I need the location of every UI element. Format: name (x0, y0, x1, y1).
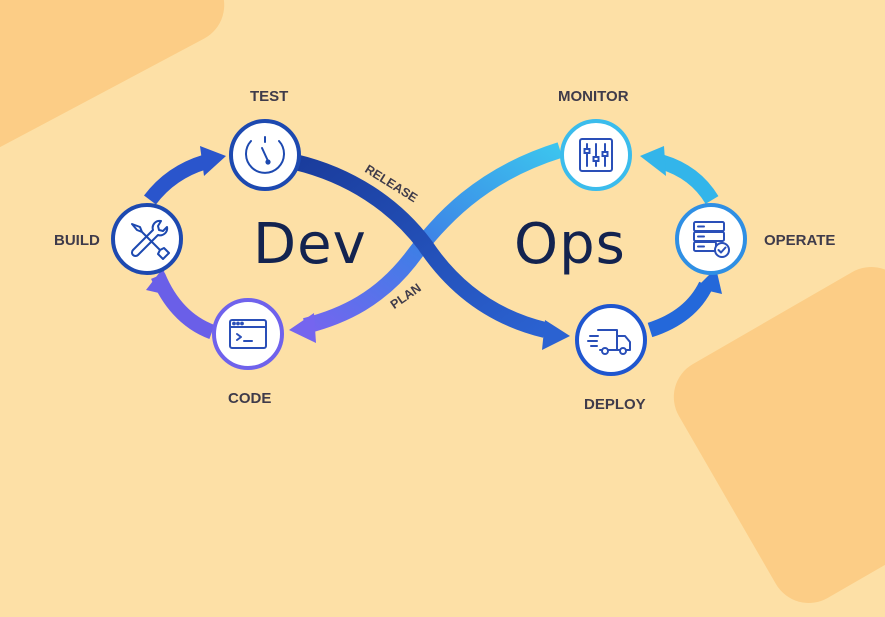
label-test: TEST (250, 88, 289, 105)
plan-path (289, 142, 563, 343)
wrench-screwdriver-icon (130, 219, 170, 260)
label-build: BUILD (54, 232, 100, 249)
stopwatch-icon (245, 136, 285, 174)
left-arc-build-to-test (144, 146, 226, 205)
stage-circle-deploy (575, 304, 647, 376)
stage-circle-test (229, 119, 301, 191)
stage-circle-code (212, 298, 284, 370)
sliders-icon (579, 138, 613, 172)
label-monitor: MONITOR (558, 88, 629, 105)
stage-circle-monitor (560, 119, 632, 191)
right-arc-deploy-to-operate (647, 268, 722, 338)
ops-word: Ops (514, 212, 626, 277)
left-arc-code-to-build (146, 268, 215, 340)
right-arc-operate-to-monitor (640, 146, 719, 205)
delivery-truck-icon (587, 329, 631, 355)
label-code: CODE (228, 390, 272, 407)
release-path (293, 154, 570, 350)
dev-word: Dev (253, 212, 367, 277)
label-operate: OPERATE (764, 232, 836, 249)
label-deploy: DEPLOY (584, 396, 646, 413)
stage-circle-build (111, 203, 183, 275)
server-check-icon (693, 221, 730, 258)
stage-circle-operate (675, 203, 747, 275)
infinity-loop (111, 119, 747, 376)
terminal-window-icon (229, 319, 267, 349)
